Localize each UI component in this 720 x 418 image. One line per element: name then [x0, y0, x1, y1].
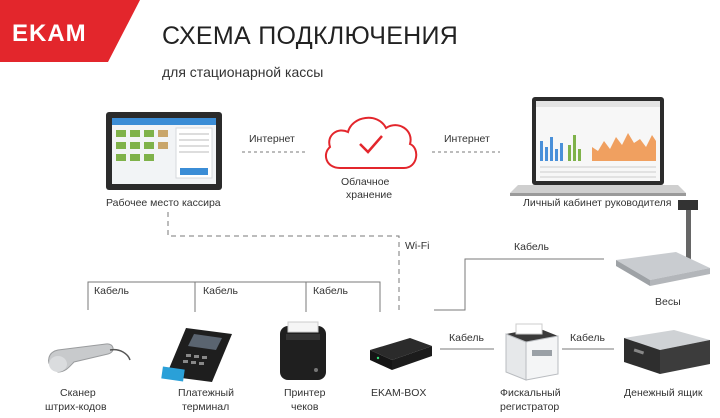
manager-label: Личный кабинет руководителя	[523, 197, 672, 209]
cashier-tablet-image	[106, 112, 224, 197]
brand-logo-text: EKAM	[12, 20, 87, 47]
internet-label-right: Интернет	[444, 133, 490, 145]
ekam-box-label: EKAM-BOX	[371, 387, 427, 399]
wifi-label: Wi-Fi	[405, 240, 430, 252]
scanner-label-2: штрих-кодов	[45, 401, 107, 413]
cable-label-3: Кабель	[313, 285, 348, 297]
scales-label: Весы	[655, 296, 681, 308]
ekam-box-image	[366, 330, 436, 379]
cable-label-box-fiscal: Кабель	[449, 332, 484, 344]
cash-drawer-image	[620, 326, 712, 383]
fiscal-label-1: Фискальный	[500, 387, 561, 399]
page-title: СХЕМА ПОДКЛЮЧЕНИЯ	[162, 22, 459, 50]
printer-label-2: чеков	[291, 401, 319, 413]
cable-label-fiscal-drawer: Кабель	[570, 332, 605, 344]
printer-label-1: Принтер	[284, 387, 326, 399]
page-subtitle: для стационарной кассы	[162, 64, 324, 80]
terminal-label-1: Платежный	[178, 387, 234, 399]
receipt-printer-image	[276, 320, 332, 389]
brand-logo: EKAM	[0, 0, 140, 62]
cloud-icon	[318, 110, 422, 179]
scanner-label-1: Сканер	[60, 387, 96, 399]
cloud-label-1: Облачное	[341, 176, 390, 188]
fiscal-label-2: регистратор	[500, 401, 560, 413]
payment-terminal-image	[160, 326, 238, 389]
drawer-label: Денежный ящик	[624, 387, 703, 399]
terminal-label-2: терминал	[182, 401, 230, 413]
internet-label-left: Интернет	[249, 133, 295, 145]
fiscal-registrar-image	[498, 322, 562, 389]
cable-label-scales: Кабель	[514, 241, 549, 253]
scanner-image	[44, 332, 134, 381]
cable-label-2: Кабель	[203, 285, 238, 297]
scales-image	[612, 196, 712, 297]
cable-label-1: Кабель	[94, 285, 129, 297]
cloud-label-2: хранение	[346, 189, 393, 201]
cashier-label: Рабочее место кассира	[106, 197, 221, 209]
manager-laptop-image	[510, 97, 686, 202]
